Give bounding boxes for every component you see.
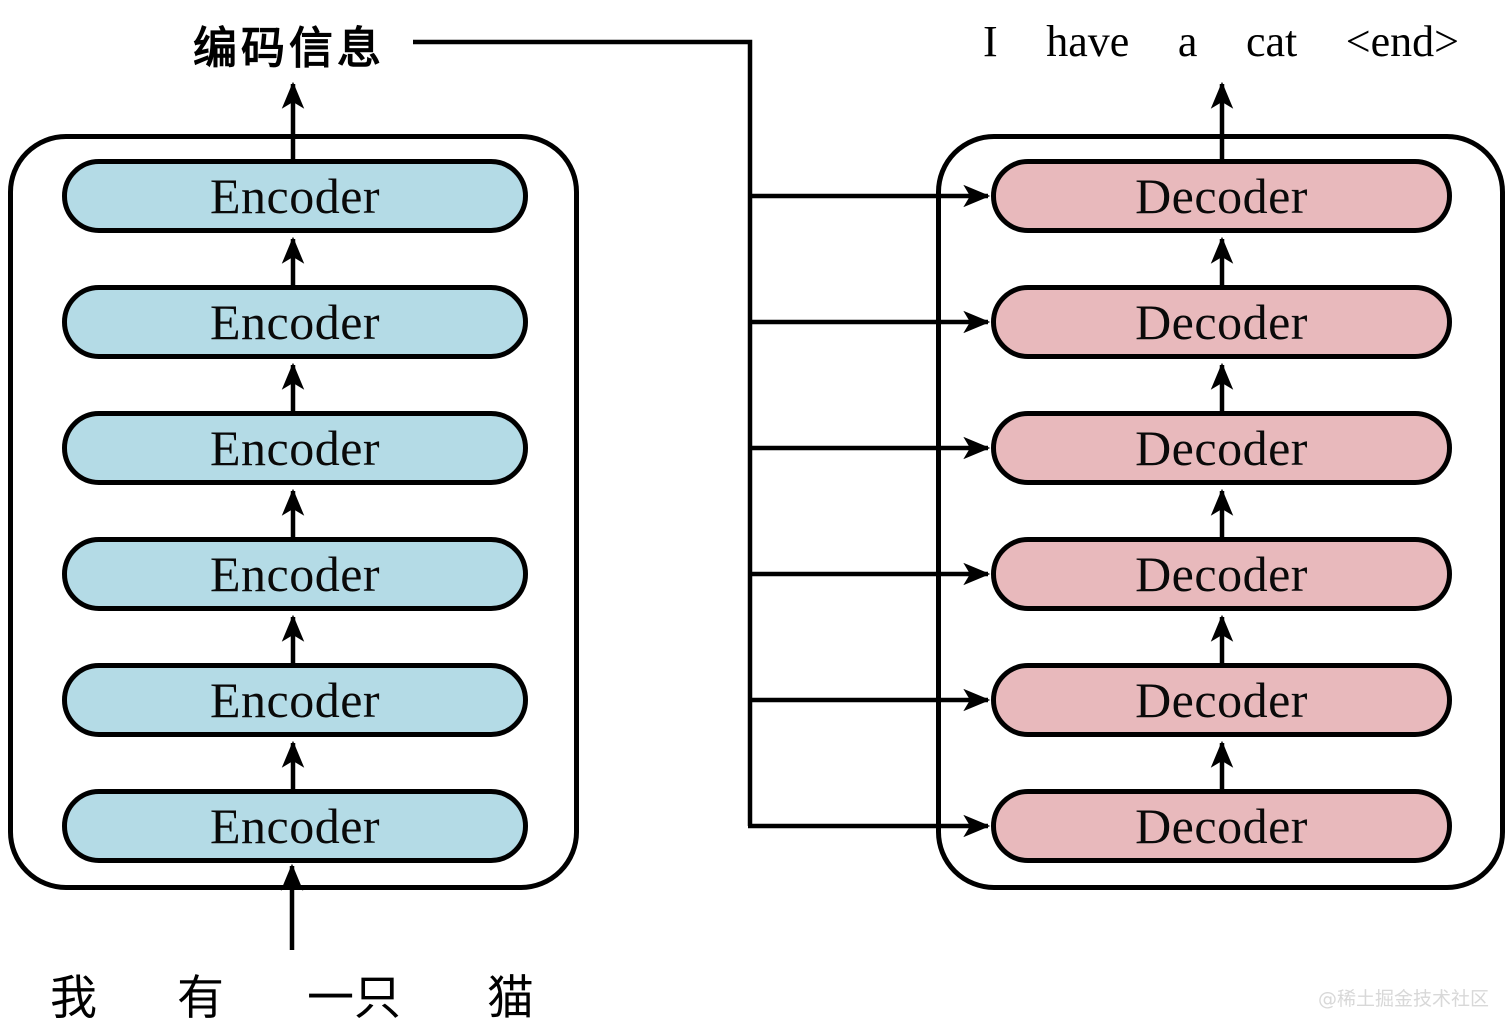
encoder-block: Encoder bbox=[62, 537, 528, 611]
output-sentence: I have a cat <end> bbox=[983, 16, 1459, 67]
input-token: 一只 bbox=[307, 971, 401, 1026]
watermark: @稀土掘金技术社区 bbox=[1318, 988, 1490, 1010]
input-token: 我 bbox=[50, 971, 97, 1026]
encoder-block: Encoder bbox=[62, 789, 528, 863]
input-token: 猫 bbox=[487, 971, 534, 1026]
output-token: I bbox=[983, 17, 998, 66]
encoder-block: Encoder bbox=[62, 285, 528, 359]
encoder-block: Encoder bbox=[62, 663, 528, 737]
encoded-info-label: 编码信息 bbox=[193, 23, 385, 74]
decoder-block: Decoder bbox=[991, 159, 1452, 233]
output-token: a bbox=[1177, 17, 1198, 66]
decoder-block: Decoder bbox=[991, 663, 1452, 737]
decoder-block: Decoder bbox=[991, 411, 1452, 485]
decoder-stack-container bbox=[936, 134, 1505, 890]
output-token: cat bbox=[1245, 17, 1298, 66]
output-token: have bbox=[1046, 17, 1130, 66]
decoder-block: Decoder bbox=[991, 789, 1452, 863]
encoder-stack-container bbox=[8, 134, 579, 890]
input-token: 有 bbox=[177, 971, 224, 1026]
output-token: <end> bbox=[1345, 17, 1459, 66]
encoder-block: Encoder bbox=[62, 411, 528, 485]
encoder-block: Encoder bbox=[62, 159, 528, 233]
decoder-block: Decoder bbox=[991, 285, 1452, 359]
decoder-block: Decoder bbox=[991, 537, 1452, 611]
